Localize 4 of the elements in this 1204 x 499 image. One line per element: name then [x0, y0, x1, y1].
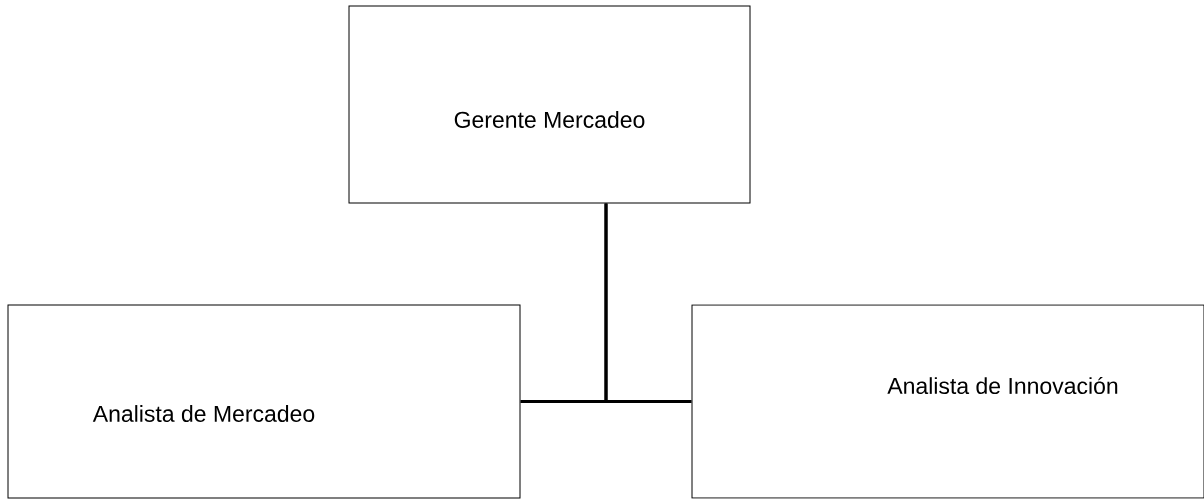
org-box: Gerente Mercadeo [348, 5, 751, 204]
connector-line [604, 203, 692, 403]
org-box: Analista de Innovación [691, 304, 1204, 499]
org-box: Analista de Mercadeo [7, 304, 521, 499]
